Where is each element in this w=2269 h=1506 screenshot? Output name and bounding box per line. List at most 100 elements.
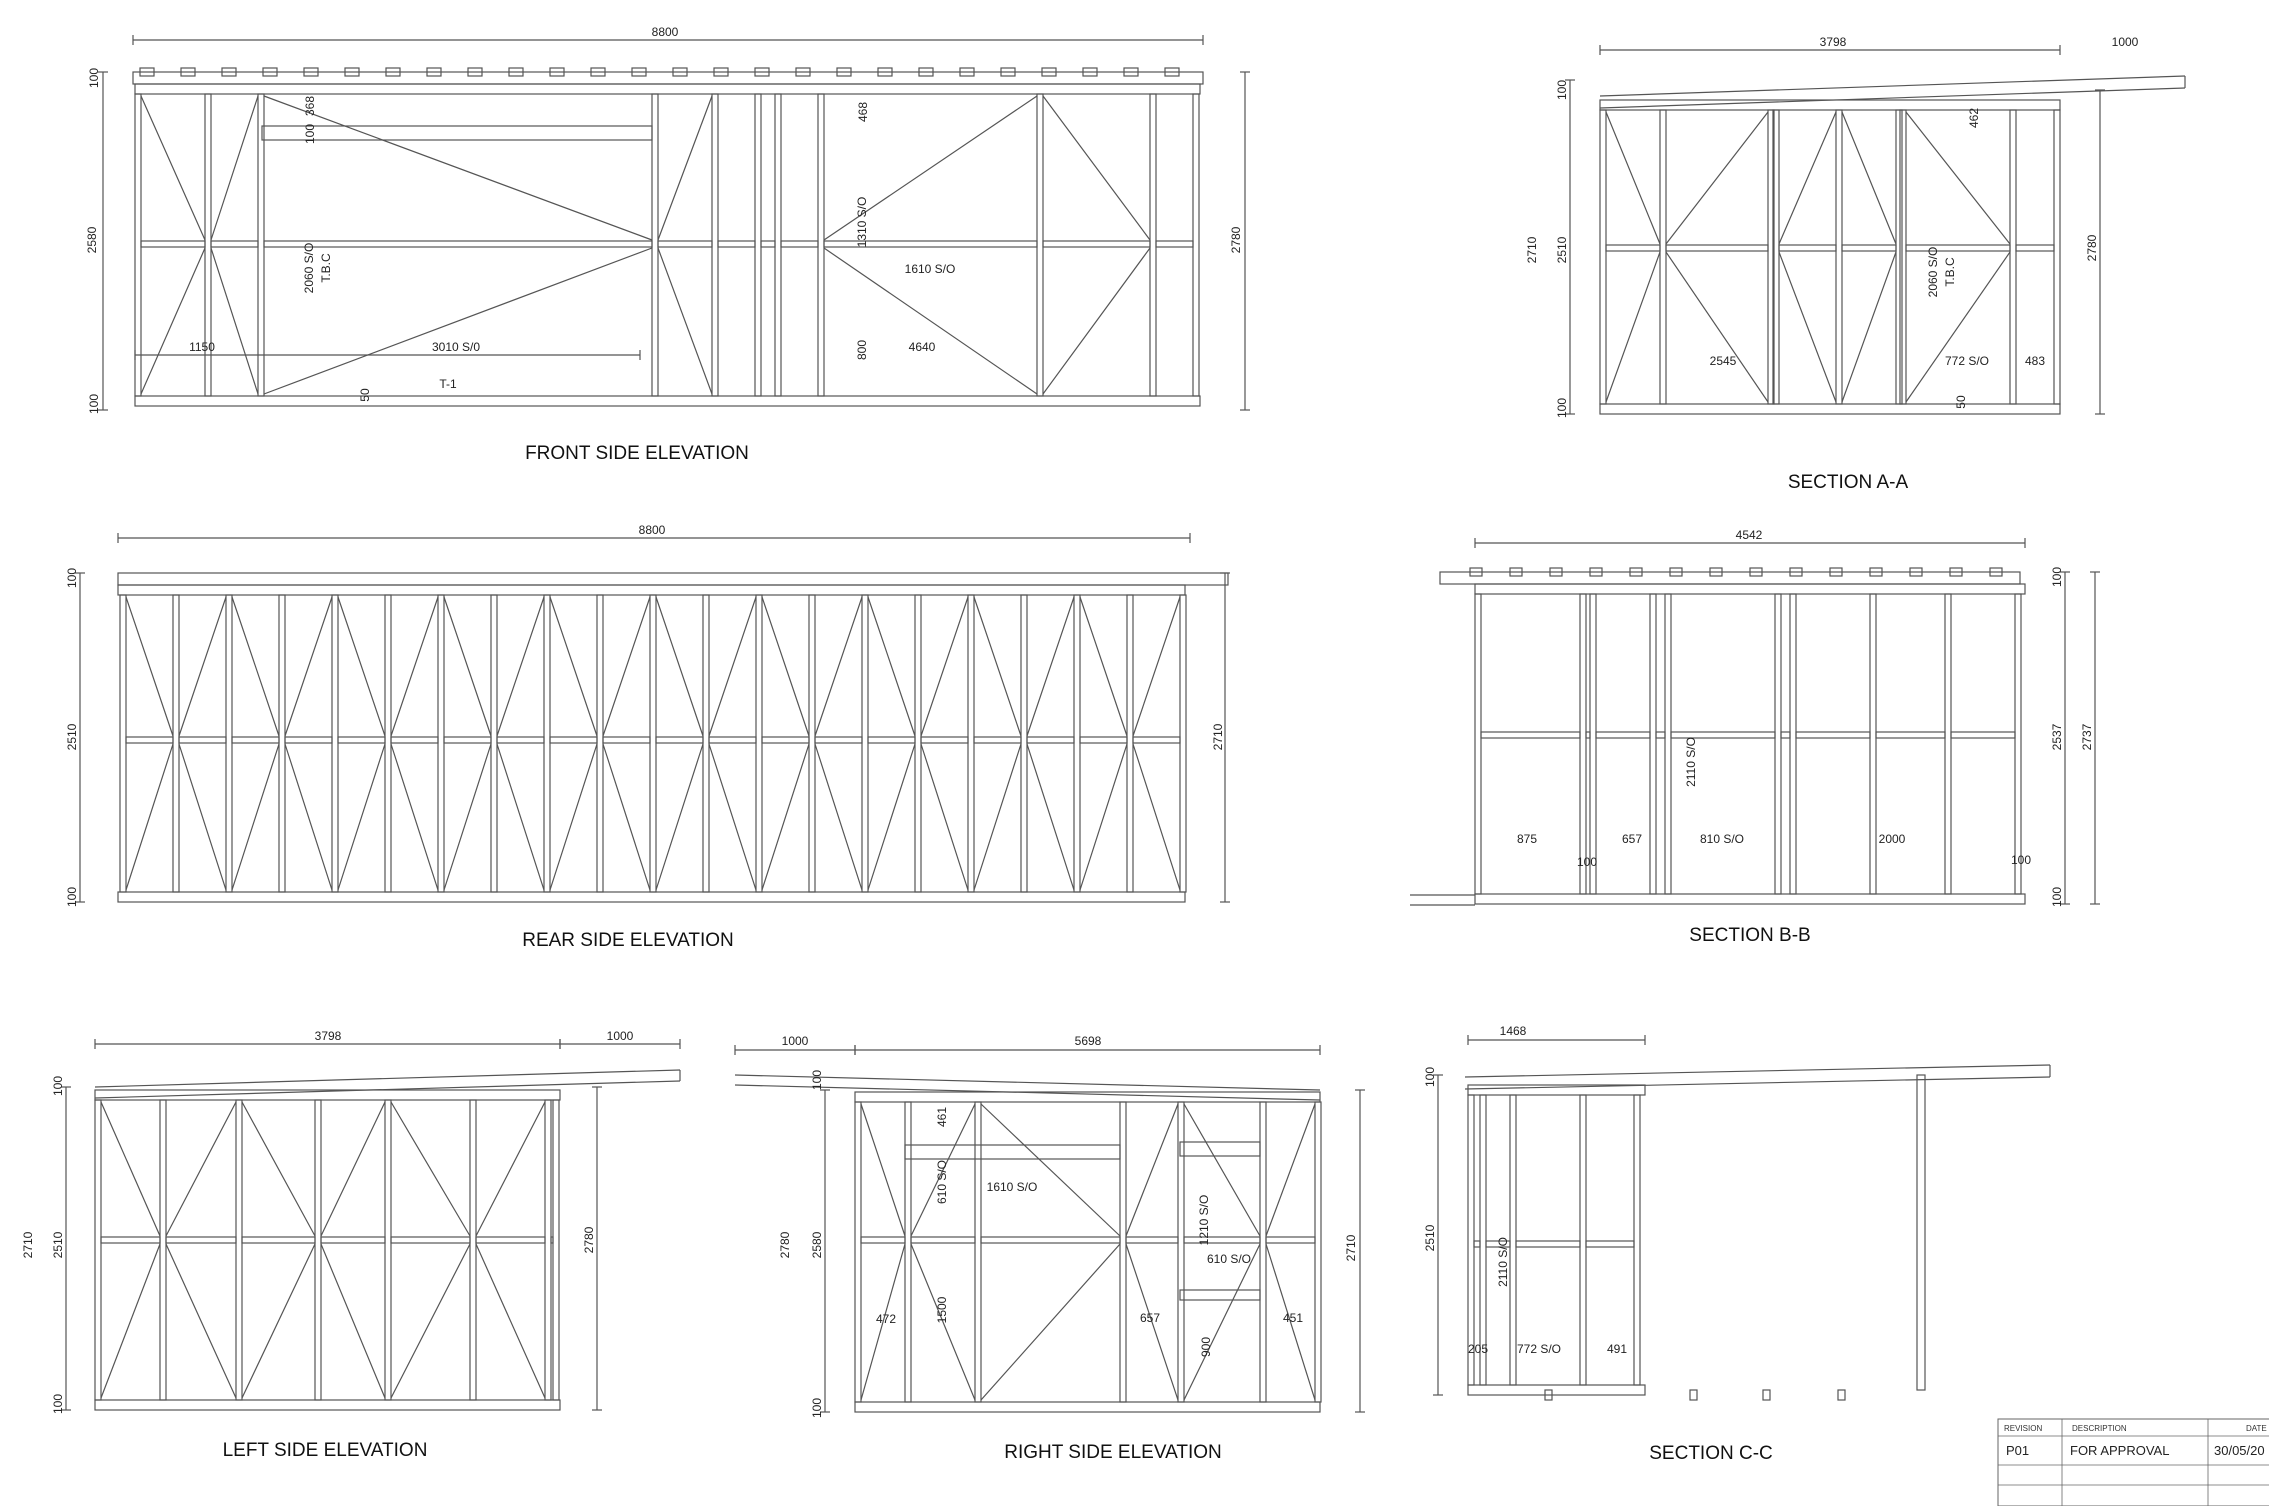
frame-member [823,95,1038,241]
frame-member [1164,67,1180,77]
frame-member [1778,111,1837,245]
section-b-b-title: SECTION B-B [1689,925,1810,946]
frame-member [854,1401,1321,1413]
frame-member [1665,244,1769,252]
frame-member [649,594,657,893]
frame-member [475,1101,546,1237]
title-block-date-header: DATE [2246,1424,2267,1433]
frame-member [1869,593,1877,895]
frame-member [1509,567,1523,577]
title-block: REVISION DESCRIPTION DATE P01 FOR APPROV… [1997,1418,2269,1506]
frame-member [117,572,1229,586]
frame-member [1485,1240,1511,1248]
cc-dim-wall: 2510 [1423,1224,1437,1251]
front-dim-window-height: 1310 S/O [855,197,869,248]
frame-member [2014,593,2022,895]
front-dim-total-height: 2780 [1229,226,1243,253]
frame-member [1155,240,1194,248]
bb-dim-stud-a: 100 [1577,855,1597,869]
frame-member [140,95,206,241]
frame-member [94,1069,681,1088]
frame-member [1183,1103,1261,1237]
frame-member [331,594,339,893]
frame-member [1589,593,1597,895]
aa-dim-door-tbc: T.B.C [1943,257,1957,287]
frame-member [1689,1389,1698,1401]
frame-member [602,736,651,744]
frame-member [1895,109,1903,405]
frame-member [1042,95,1151,241]
frame-member [814,736,863,744]
frame-member [814,743,863,891]
frame-member [1579,593,1587,895]
frame-member [125,743,174,891]
frame-member [390,736,439,744]
section-c-c: 1468 100 2510 2110 S/O 205 772 S/O 491 S… [1423,1024,2051,1464]
frame-member [1780,731,1791,739]
frame-member [159,1099,167,1401]
frame-member [761,596,810,737]
frame-member [235,1099,243,1401]
frame-member [651,93,659,397]
frame-member [94,1099,102,1401]
frame-member [549,743,598,891]
frame-member [1439,571,2021,585]
frame-member [2053,109,2061,405]
frame-member [780,240,819,248]
frame-member [1026,736,1075,744]
frame-member [1579,1094,1587,1386]
left-dim-top: 100 [51,1076,65,1096]
frame-member [172,594,180,893]
frame-member [1841,244,1897,252]
front-side-elevation: 8800 100 2580 100 368 100 468 2060 S/O T… [85,25,1250,464]
frame-member [443,596,492,737]
frame-member [210,240,259,248]
frame-member [1829,567,1843,577]
frame-member [655,743,704,891]
frame-member [708,743,757,891]
frame-member [178,596,227,737]
frame-member [178,743,227,891]
frame-member [257,93,265,397]
frame-member [180,67,196,77]
frame-member [390,1236,471,1244]
frame-member [1467,1384,1646,1396]
left-dim-height: 2780 [582,1226,596,1253]
frame-member [860,1103,906,1237]
right-dim-wall: 2580 [810,1231,824,1258]
frame-member [284,736,333,744]
left-frame [61,1039,681,1411]
frame-member [490,594,498,893]
front-dim-height: 2580 [85,226,99,253]
frame-member [1192,93,1200,397]
frame-member [1767,109,1775,405]
frame-member [134,93,142,397]
right-dim-window-height: 610 S/O [935,1160,949,1204]
frame-member [1772,109,1780,405]
frame-member [210,247,259,395]
frame-member [1669,567,1683,577]
aa-dim-overhang: 1000 [2112,35,2139,49]
title-block-date: 30/05/20 [2214,1443,2265,1458]
frame-member [1670,731,1776,739]
frame-member [337,743,386,891]
frame-member [918,67,934,77]
frame-member [1549,567,1563,577]
frame-member [1544,1389,1553,1401]
cc-dim-door: 2110 S/O [1496,1237,1510,1287]
frame-member [974,1101,982,1403]
right-frame [734,1045,1365,1413]
frame-member [119,594,127,893]
section-b-b: 4542 100 2537 2737 100 2110 S/O 875 657 … [1410,528,2100,946]
frame-member [655,596,704,737]
frame-member [139,67,155,77]
frame-member [1778,251,1837,403]
front-dim-sill: 800 [855,340,869,360]
frame-member [1875,731,1946,739]
frame-member [390,1243,471,1399]
frame-member [1042,247,1151,395]
left-title: LEFT SIDE ELEVATION [223,1440,428,1461]
frame-member [125,736,174,744]
frame-member [920,736,969,744]
frame-member [867,736,916,744]
